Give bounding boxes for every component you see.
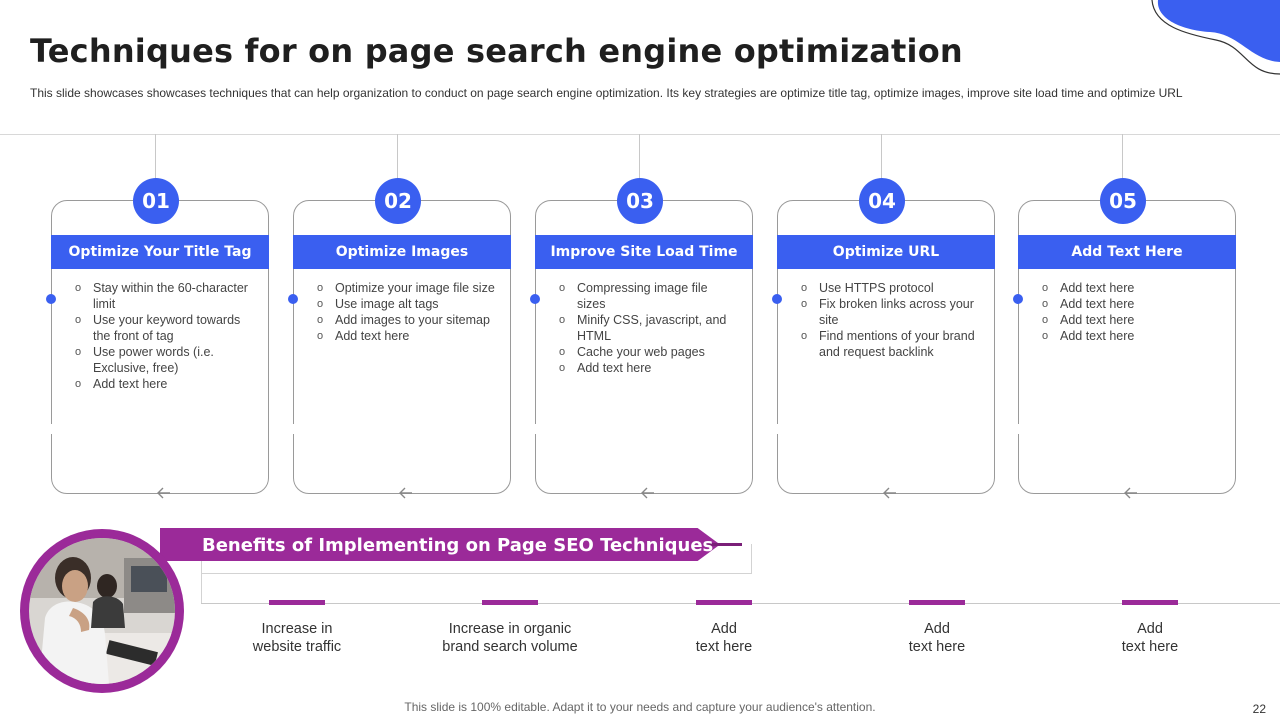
step-number-badge: 03 <box>617 178 663 224</box>
step-number-badge: 04 <box>859 178 905 224</box>
arrow-left-icon <box>641 487 654 499</box>
bullet-dot <box>288 294 298 304</box>
technique-column-4: 04 Optimize URL Use HTTPS protocol Fix b… <box>772 134 995 514</box>
benefit-marker <box>482 600 538 605</box>
benefit-marker <box>1122 600 1178 605</box>
bullet-dot <box>1013 294 1023 304</box>
technique-heading: Optimize Images <box>293 235 511 269</box>
list-item: Optimize your image file size <box>317 280 497 296</box>
header-divider <box>0 134 1280 135</box>
technique-bullets: Stay within the 60-character limit Use y… <box>75 280 255 392</box>
benefits-title: Benefits of Implementing on Page SEO Tec… <box>202 535 714 556</box>
list-item: Add text here <box>1042 296 1222 312</box>
benefit-item-2: Increase in organic brand search volume <box>420 600 600 656</box>
technique-heading: Optimize URL <box>777 235 995 269</box>
benefits-banner <box>160 528 720 561</box>
list-item: Add images to your sitemap <box>317 312 497 328</box>
list-item: Use image alt tags <box>317 296 497 312</box>
technique-column-2: 02 Optimize Images Optimize your image f… <box>288 134 511 514</box>
benefit-text-line: text here <box>695 639 753 655</box>
benefit-text-line: Add <box>924 621 950 637</box>
technique-column-1: 01 Optimize Your Title Tag Stay within t… <box>46 134 269 514</box>
connector-line <box>155 134 156 180</box>
page-subtitle: This slide showcases showcases technique… <box>30 86 1183 100</box>
benefit-text-line: brand search volume <box>442 639 578 655</box>
list-item: Minify CSS, javascript, and HTML <box>559 312 739 344</box>
bullet-dot <box>530 294 540 304</box>
arrow-left-icon <box>883 487 896 499</box>
bullet-dot <box>772 294 782 304</box>
arrow-left-icon <box>399 487 412 499</box>
list-item: Cache your web pages <box>559 344 739 360</box>
connector-line <box>881 134 882 180</box>
connector-line <box>397 134 398 180</box>
technique-bullets: Compressing image file sizes Minify CSS,… <box>559 280 739 376</box>
benefit-item-4: Add text here <box>847 600 1027 656</box>
list-item: Stay within the 60-character limit <box>75 280 255 312</box>
list-item: Find mentions of your brand and request … <box>801 328 981 360</box>
arrow-left-icon <box>1124 487 1137 499</box>
page-title: Techniques for on page search engine opt… <box>30 32 963 70</box>
bullet-dot <box>46 294 56 304</box>
list-item: Add text here <box>75 376 255 392</box>
list-item: Use power words (i.e. Exclusive, free) <box>75 344 255 376</box>
technique-heading: Add Text Here <box>1018 235 1236 269</box>
benefit-text-line: text here <box>908 639 966 655</box>
technique-column-5: 05 Add Text Here Add text here Add text … <box>1013 134 1236 514</box>
benefit-text-line: Add <box>1137 621 1163 637</box>
office-photo <box>29 538 175 684</box>
benefit-text-line: text here <box>1121 639 1179 655</box>
list-item: Fix broken links across your site <box>801 296 981 328</box>
list-item: Compressing image file sizes <box>559 280 739 312</box>
list-item: Use HTTPS protocol <box>801 280 981 296</box>
step-number-badge: 02 <box>375 178 421 224</box>
benefit-item-3: Add text here <box>634 600 814 656</box>
connector-line <box>639 134 640 180</box>
list-item: Add text here <box>1042 280 1222 296</box>
benefit-marker <box>696 600 752 605</box>
list-item: Add text here <box>317 328 497 344</box>
arrow-left-icon <box>157 487 170 499</box>
benefit-item-1: Increase in website traffic <box>207 600 387 656</box>
benefit-marker <box>269 600 325 605</box>
benefit-marker <box>909 600 965 605</box>
footer-note: This slide is 100% editable. Adapt it to… <box>404 700 876 714</box>
benefit-text-line: website traffic <box>252 639 342 655</box>
decorative-blob <box>1151 0 1280 75</box>
step-number-badge: 05 <box>1100 178 1146 224</box>
technique-column-3: 03 Improve Site Load Time Compressing im… <box>530 134 753 514</box>
technique-heading: Optimize Your Title Tag <box>51 235 269 269</box>
step-number-badge: 01 <box>133 178 179 224</box>
connector-line <box>1122 134 1123 180</box>
technique-heading: Improve Site Load Time <box>535 235 753 269</box>
banner-tail <box>704 543 742 546</box>
technique-bullets: Add text here Add text here Add text her… <box>1042 280 1222 344</box>
benefit-text-line: Increase in organic <box>448 621 572 637</box>
benefit-text-line: Increase in <box>261 621 333 637</box>
list-item: Use your keyword towards the front of ta… <box>75 312 255 344</box>
benefit-item-5: Add text here <box>1060 600 1240 656</box>
technique-bullets: Optimize your image file size Use image … <box>317 280 497 344</box>
list-item: Add text here <box>1042 328 1222 344</box>
page-number: 22 <box>1252 702 1266 716</box>
list-item: Add text here <box>1042 312 1222 328</box>
list-item: Add text here <box>559 360 739 376</box>
technique-bullets: Use HTTPS protocol Fix broken links acro… <box>801 280 981 360</box>
benefit-text-line: Add <box>711 621 737 637</box>
